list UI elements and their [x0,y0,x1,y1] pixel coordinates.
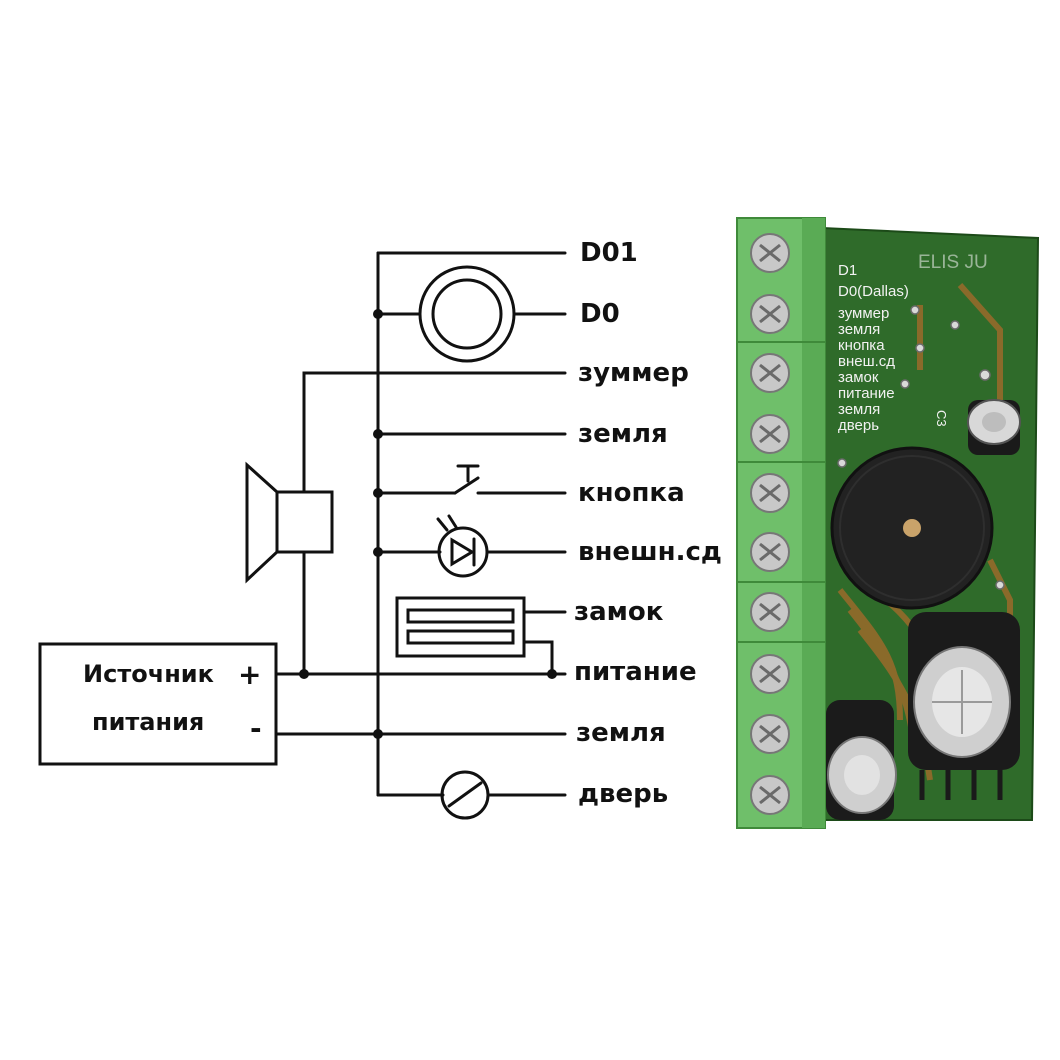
silk-label: кнопка [838,337,885,354]
header-pins [919,770,1003,800]
terminal-label-lock: замок [574,597,664,627]
silk-label: замок [838,369,879,386]
capacitor-small-top [967,399,1021,455]
board-brand: ELIS JU [918,252,988,273]
door-sensor-icon [440,770,490,820]
terminal-label-ground-2: земля [576,718,666,748]
screw-slots [759,243,781,805]
terminal-label-ext-led: внешн.сд [578,537,722,567]
cap-label: C3 [934,410,949,427]
controller-board: ELIS JU D1 D0(Dallas) зуммер земля кнопк… [736,217,1040,829]
capacitor-large [908,612,1020,770]
led-icon [436,514,489,578]
terminal-label-d0: D0 [580,299,620,329]
reader-icon [418,265,516,363]
terminal-label-button: кнопка [578,478,685,508]
terminal-block [736,217,826,829]
power-source-box [38,642,278,766]
terminal-label-power: питание [574,657,697,687]
power-minus-sign: - [250,712,262,745]
capacitor-small-bottom [826,700,897,820]
silk-label: зуммер [838,305,889,322]
push-button-icon [453,464,480,495]
terminal-label-d01: D01 [580,238,638,268]
silk-label: дверь [838,417,879,434]
buzzer-component [830,446,994,610]
silkscreen-labels: D1 D0(Dallas) зуммер земля кнопка внеш.с… [838,262,909,434]
junction-dots [299,309,557,739]
silk-label: питание [838,385,895,402]
schematic: Источник питания + - D01 D0 зуммер земля… [38,238,722,820]
terminal-block-side [802,218,825,828]
silk-label: D1 [838,262,857,279]
power-source-title: Источник [83,660,214,688]
speaker-icon [245,461,334,584]
silk-label: земля [838,401,880,418]
silk-label: внеш.сд [838,353,895,370]
silk-label: земля [838,321,880,338]
terminal-label-buzzer: зуммер [578,358,689,388]
power-source-subtitle: питания [92,708,204,736]
terminal-label-door: дверь [578,779,668,809]
pcb-pads [837,305,1005,590]
power-plus-sign: + [238,658,261,691]
terminal-label-ground: земля [578,419,668,449]
lock-icon [395,596,526,658]
terminal-labels: D01 D0 зуммер земля кнопка внешн.сд замо… [574,238,722,809]
wire-lock-power [522,640,554,676]
silk-label: D0(Dallas) [838,283,909,300]
wire-buzzer [302,371,567,676]
